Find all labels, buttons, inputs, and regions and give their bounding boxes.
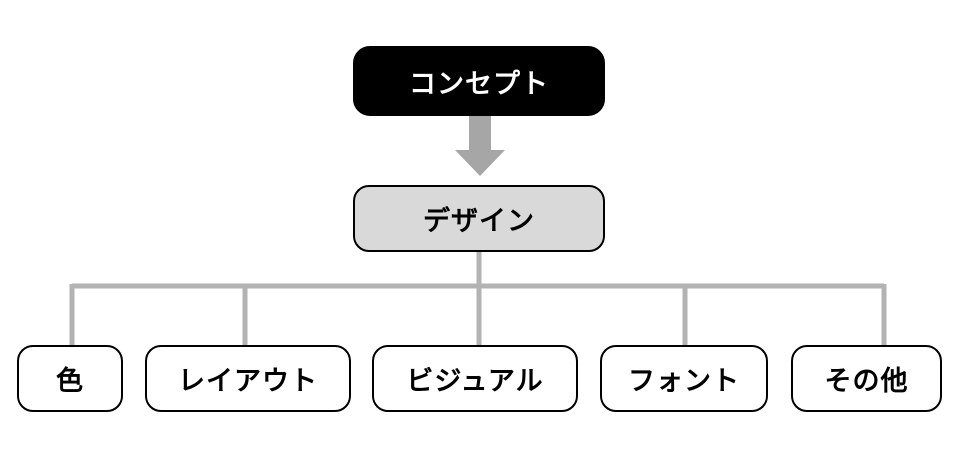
down-arrow: [455, 116, 505, 176]
other-node: その他: [791, 345, 942, 412]
concept-node: コンセプト: [353, 46, 605, 116]
layout-node: レイアウト: [145, 345, 351, 412]
design-label: デザイン: [423, 206, 535, 237]
font-label: フォント: [628, 366, 740, 397]
design-node: デザイン: [353, 185, 605, 252]
visual-node: ビジュアル: [372, 345, 578, 412]
layout-label: レイアウト: [178, 366, 318, 397]
color-node: 色: [17, 345, 123, 412]
visual-label: ビジュアル: [406, 366, 544, 397]
concept-label: コンセプト: [409, 68, 549, 100]
other-label: その他: [824, 366, 909, 397]
font-node: フォント: [600, 345, 768, 412]
tree-connectors: [69, 252, 887, 345]
color-label: 色: [56, 366, 84, 397]
